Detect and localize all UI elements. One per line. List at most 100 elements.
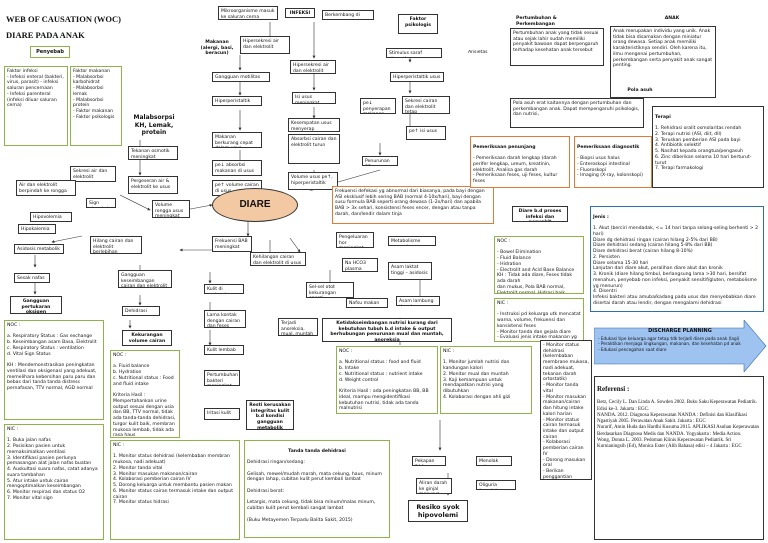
terapi-header: Terapi (655, 114, 671, 120)
integritas-box: Resti kerusakan integritas kulit b.d kon… (246, 400, 294, 430)
spacer (296, 168, 300, 172)
lama-kontak-box: Lama kontak dengan cairan dan feses (204, 310, 246, 328)
penurunan-bb-box: Penurunan BB (362, 156, 398, 166)
makanan-label: Makanan (alergi, basi, beracun) (196, 38, 238, 56)
discharge-text: - Edukasi tipe keluarga agar tetap tdk t… (598, 336, 741, 352)
faktor-infeksi-box: Faktor infeksi - Infeksi enteral (bakter… (4, 66, 68, 146)
jenis-box: Jenis : 1. Akut (berciri mendadak, <= 14… (590, 206, 764, 312)
hilang-cairan-box: Hilang cairan dan elektrolit berlebihan (90, 236, 142, 254)
kulit-perianal-box: Kulit di perianal (204, 284, 244, 294)
kulit-lembab-box: Kulit lembab (204, 345, 244, 355)
kesempatan-box: Kesempatan usus menyerap makanan berkura… (288, 118, 340, 132)
anak-box: Anak merupakan individu yang unik. Anak … (610, 26, 716, 98)
asam-laktat-box: Asam laktat tinggi – asidosis (388, 262, 432, 280)
definisi-box: Frekuensi defekasi yg abnormal dari bias… (332, 186, 494, 224)
asam-lambung-box: Asam lambung tinggi (396, 296, 440, 306)
hiperperistaltik-box: Hiperperistaltik (212, 96, 262, 106)
noc-mid-box: NOC : a. Fluid balance b. Hydration c. N… (110, 350, 180, 438)
resiko-syok-box: Resiko syok hipovolemi (408, 500, 468, 522)
aliran-darah-box: Aliran darah ke ginjal menurun (416, 478, 452, 494)
pemeriksaan-header: Pemeriksaan penunjang (473, 144, 536, 150)
hiperperistaltik2-box: Hiperperistaltik usus (390, 72, 444, 82)
volume-usus2-box: Volume usus pe↑, hiperperistaltik (288, 172, 338, 190)
terapi-text: 1. Rehidrasi oralit osmolaritas rendah 2… (655, 126, 752, 172)
volume-usus-box: Volume rongga usus meningkat (152, 200, 190, 218)
referensi-text: Betz, Cecily L. Dan Linda A. Sowden 2002… (597, 400, 760, 449)
air-elektrolit-box: Air dan elektrolit berpindah ke rongga (16, 180, 76, 196)
absorbsi2-box: Absorbsi cairan dan elektrolit turun (288, 134, 340, 164)
terapi-box: Terapi 1. Rehidrasi oralit osmolaritas r… (652, 106, 764, 188)
gangguan-keseimbangan-box: Gangguan keseimbangan cairan dan elektro… (118, 270, 172, 288)
mikroorganisme-box: Mikroorganisme masuk ke saluran cerna (218, 6, 278, 20)
pertumbuhan-header: Pertumbuhan & Perkembangan (514, 14, 592, 26)
kekurangan-box: Kekurangan volume cairan (122, 330, 172, 346)
absorbsi-box: pe↓ absorbsi makanan di usus (212, 160, 262, 176)
diare-b-box: Diare b.d proses infeksi dan penyakit (512, 206, 568, 222)
noc-left-box: NOC : a. Respiratory Status : Gas exchan… (4, 320, 104, 420)
diagnostik-header: Pemeriksaan diagnostik (577, 144, 640, 150)
jenis-header: Jenis : (593, 214, 609, 220)
faktor-makanan-box: Faktor makanan - Malabsorbsi karbohidrat… (70, 66, 122, 146)
gangguan-pertukaran-box: Gangguan pertukaran oksigen (10, 296, 62, 314)
asidosis-box: Asidosis metabolik (14, 244, 64, 254)
nic-c-box: NIC : 1. Monitor jumlah nutrisi dan kand… (440, 346, 532, 414)
pertumbuhan-bakteri-box: Pertumbuhan bakteri meningkat (204, 370, 240, 386)
gangguan-motilitas-box: Gangguan motilitas usus (212, 72, 270, 82)
sel-otot-box: Sel-sel otot kekurangan energi (306, 282, 354, 298)
diare-center: DIARE (212, 188, 298, 222)
sign-absorbsi-box: Sign absorbsi (86, 198, 116, 208)
referensi-box: Referensi : Betz, Cecily L. Dan Linda A.… (594, 376, 764, 540)
diagnostik-text: - Biopsi usus halus - Enteroskopi intest… (577, 156, 643, 179)
menolak-box: Menolak cairan (476, 456, 512, 466)
stimulus-box: Stimulus saraf simpatis (386, 48, 442, 58)
penyebab-box: Penyebab (30, 46, 70, 58)
discharge-arrow (594, 320, 767, 372)
endotoksin-box: Hipersekresi air dan elektrolit (240, 36, 290, 54)
pekapan-box: Pekapan RAA (412, 456, 446, 466)
isi-usus2-box: pe↑ isi usus (406, 126, 446, 140)
pemeriksaan-text: - Pemeriksaan darah lengkap (darah perif… (473, 156, 558, 185)
ketidakseimbangan-box: Ketidakseimbangan nutrisi kurang dari ke… (322, 318, 452, 342)
pengeluaran-box: Pengeluaran hor meningkat (336, 232, 374, 248)
hipovolemia-box: Hipovolemia (30, 212, 72, 222)
title-woc: WEB OF CAUSATION (WOC) (6, 14, 121, 24)
infeksi-box: INFEKSI (285, 8, 315, 18)
tanda-header: Tanda tanda dehidrasi (288, 448, 346, 454)
berkembang-box: Berkembang di usus (322, 10, 374, 20)
makanan-cepat-box: Makanan berkurang cepat dalam usus (212, 132, 262, 148)
noc-c-box: NOC : a. Nutritional status : food and f… (336, 346, 438, 414)
iritasi-box: Iritasi kulit (204, 408, 240, 420)
anak-header: ANAK (652, 14, 692, 24)
oliguria-box: Oliguria (anuria) (476, 480, 516, 490)
diagnostik-box: Pemeriksaan diagnostik - Biopsi usus hal… (574, 136, 652, 188)
faktor-psikologis-box: Faktor psikologis (398, 14, 438, 34)
tanda-dehidrasi-box: Tanda tanda dehidrasi Dehidrasi ringan/s… (244, 440, 390, 538)
nafsu-makan-box: Nafsu makan menurun (346, 298, 388, 308)
sesak-box: Sesak nafas (14, 273, 50, 283)
pertumbuhan-box: Pertumbuhan anak yang tidak sesuai atau … (510, 28, 604, 66)
sekresi-cairan-box: Sekresi cairan dan elektrolit tetap (402, 96, 450, 114)
hipersekresi-box: Hipersekresi air dan elektrolit (290, 60, 336, 74)
tanda-text: Dehidrasi ringan/sedang: Gelisah, mewel/… (247, 460, 382, 523)
nic-mid-box: NIC : 1. Monitor status dehidrasi (kelem… (110, 440, 240, 540)
tekanan-osmotik-box: Tekanan osmotik meningkat (128, 146, 178, 160)
penyerapan-box: pe↓ penyerapan makanan (360, 98, 396, 114)
jenis-text: 1. Akut (berciri mendadak, <= 14 hari ta… (593, 226, 759, 306)
na-hco3-box: Na HCO3 plasma menurun (342, 258, 378, 272)
kehilangan-cairan-box: Kehilangan cairan dan elektrolit di usus (250, 252, 306, 266)
referensi-header: Referensi : (597, 385, 630, 394)
sekresi-air-box: Sekresi air dan elektrolit (70, 166, 116, 182)
metabolisme-box: Metabolisme anaerob (388, 236, 436, 246)
nic-r-box: NIC : - Instruksi pd keluarga utk mencat… (494, 298, 584, 342)
isi-usus-box: Isi usus meningkat (292, 92, 336, 104)
pola-asuh-header: Pola asuh (620, 86, 660, 96)
dehidrasi-box: Dehidrasi (122, 306, 160, 316)
ansietas-label: Ansietas (468, 50, 488, 55)
monitor-box: - Monitor status dehidrasi (kelembaban m… (540, 340, 592, 480)
title-diare: DIARE PADA ANAK (6, 30, 85, 40)
discharge-header: DISCHARGE PLANNING (648, 328, 712, 334)
malabsorpsi-label: Malabsorpsi KH, Lemak, protein (128, 112, 180, 138)
hipokalemia-box: Hipokalemia (18, 224, 56, 234)
frekuensi-bab-box: Frekuensi BAB meningkat (212, 236, 252, 252)
pemeriksaan-box: Pemeriksaan penunjang - Pemeriksaan dara… (470, 136, 570, 188)
